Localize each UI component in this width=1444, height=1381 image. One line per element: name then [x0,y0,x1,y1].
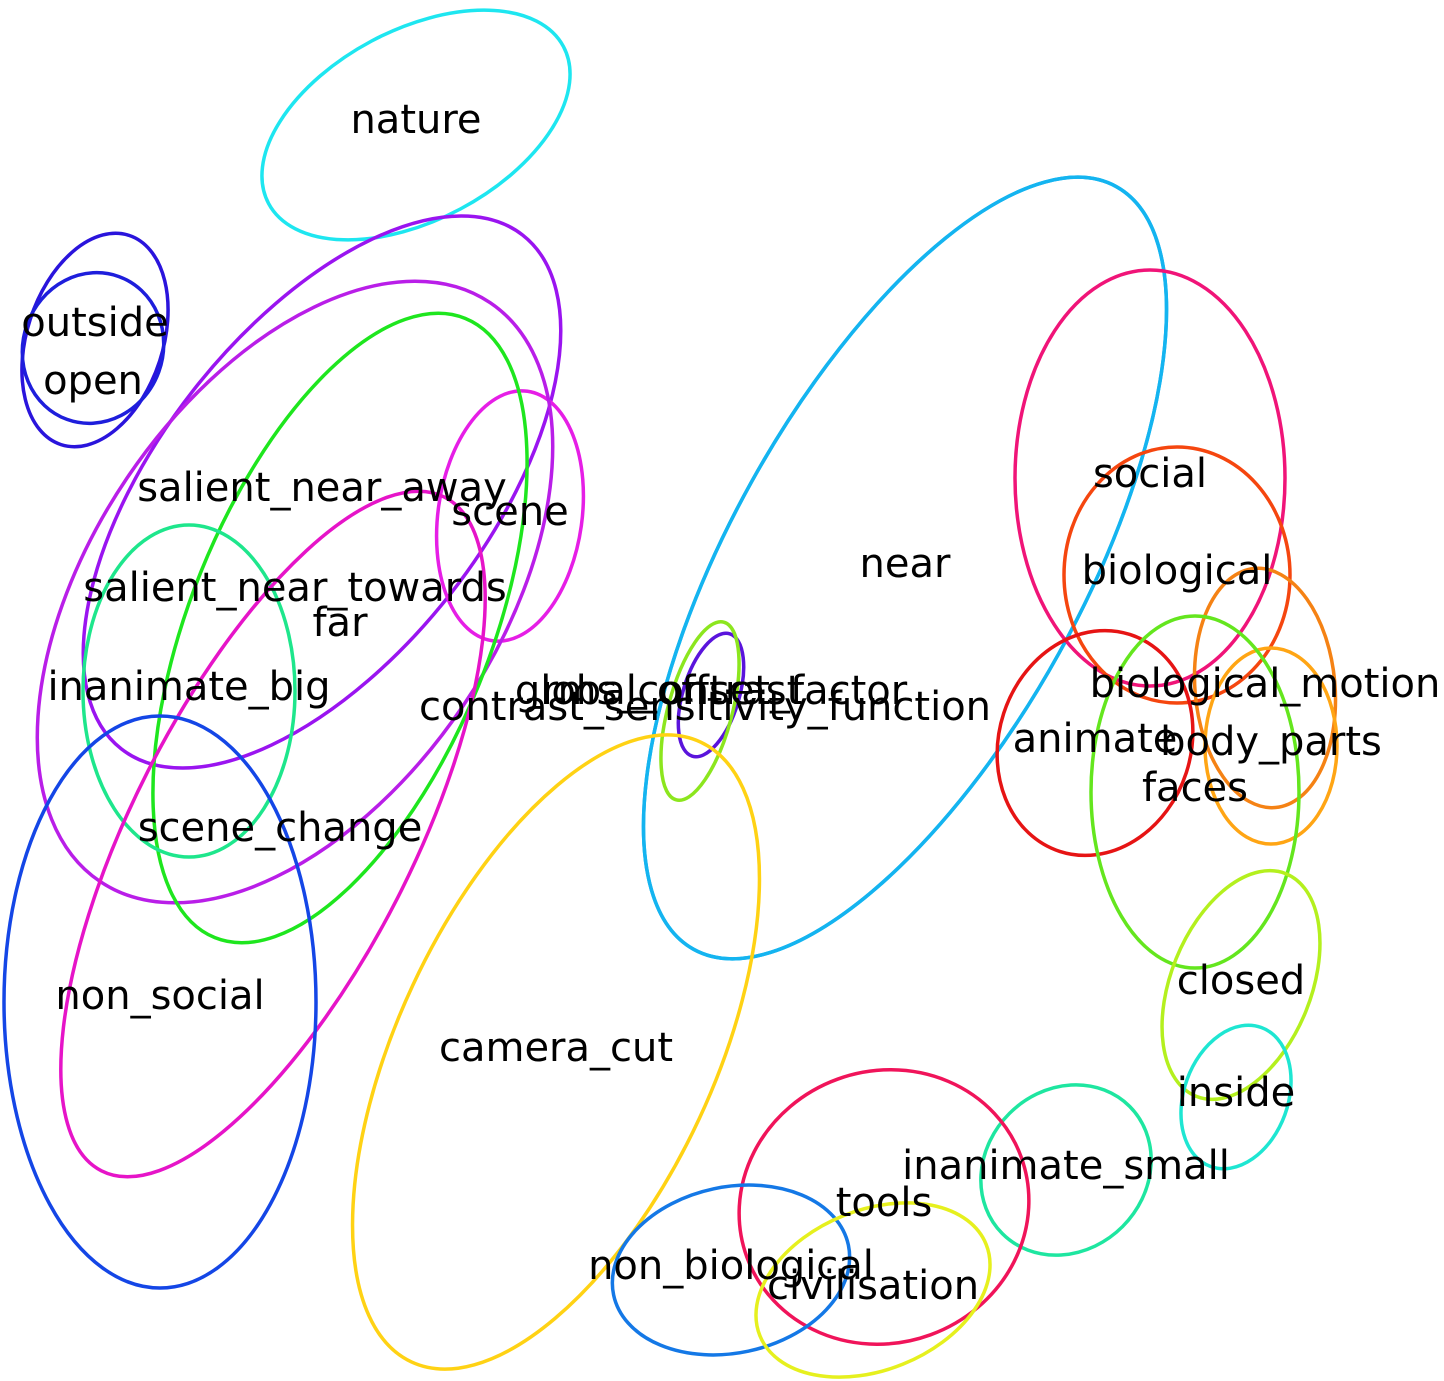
inanimate-small-label: inanimate_small [902,1143,1230,1189]
social-ellipse [1013,268,1287,688]
tools-ellipse [737,1068,1031,1346]
body-parts-label: body_parts [1160,719,1382,765]
nature-ellipse [260,8,572,242]
biological-label: biological [1082,548,1273,594]
animate-ellipse [995,628,1195,858]
animate-label: animate [1013,716,1178,762]
camera-cut-ellipse [350,733,762,1371]
open-ellipse [20,270,166,426]
contrast-sensitivity-function-label: contrast_sensitivity_function [419,684,991,730]
near-label: near [860,541,951,587]
outside-label: outside [21,300,168,346]
inside-label: inside [1177,1070,1295,1116]
inside-ellipse [1179,1023,1293,1171]
salient-near-away-ellipse [81,214,563,770]
rms-contrast-ellipse [659,619,741,803]
open-label: open [43,358,143,404]
nature-label: nature [350,97,481,143]
scene-ellipse [434,389,586,643]
body-parts-ellipse [1203,646,1339,846]
inanimate-small-ellipse [979,1083,1153,1257]
scene-change-ellipse [59,489,487,1179]
global-offset-factor-label: global_offset_factor [515,668,908,714]
closed-label: closed [1177,958,1305,1004]
non-social-label: non_social [55,973,264,1019]
biological-motion-ellipse [1192,566,1338,810]
tools-label: tools [836,1180,933,1226]
closed-ellipse [1160,868,1322,1102]
non-social-ellipse [2,714,318,1290]
far-label: far [312,600,368,646]
scene-label: scene [451,489,568,535]
non-biological-ellipse [610,1183,852,1357]
civilisation-ellipse [754,1201,992,1379]
inanimate-big-label: inanimate_big [47,664,330,710]
camera-cut-label: camera_cut [439,1025,673,1071]
salient-near-away-label: salient_near_away [137,465,507,511]
biological-ellipse [1062,445,1292,705]
salient-near-towards-label: salient_near_towards [83,565,507,611]
inanimate-big-ellipse [81,523,297,859]
near-ellipse [641,175,1169,961]
civilisation-label: civilisation [767,1263,979,1309]
cluster-ellipses [2,8,1339,1379]
scene-change-label: scene_change [138,805,423,851]
far-ellipse [151,311,529,945]
non-biological-label: non_biological [588,1243,874,1289]
faces-ellipse [1089,614,1301,970]
global-offset-factor-ellipse [676,631,746,759]
rms-contrast-label: rms_contrast [542,668,803,714]
faces-label: faces [1142,765,1248,811]
social-label: social [1093,451,1207,497]
biological-motion-label: biological_motion [1090,661,1441,707]
